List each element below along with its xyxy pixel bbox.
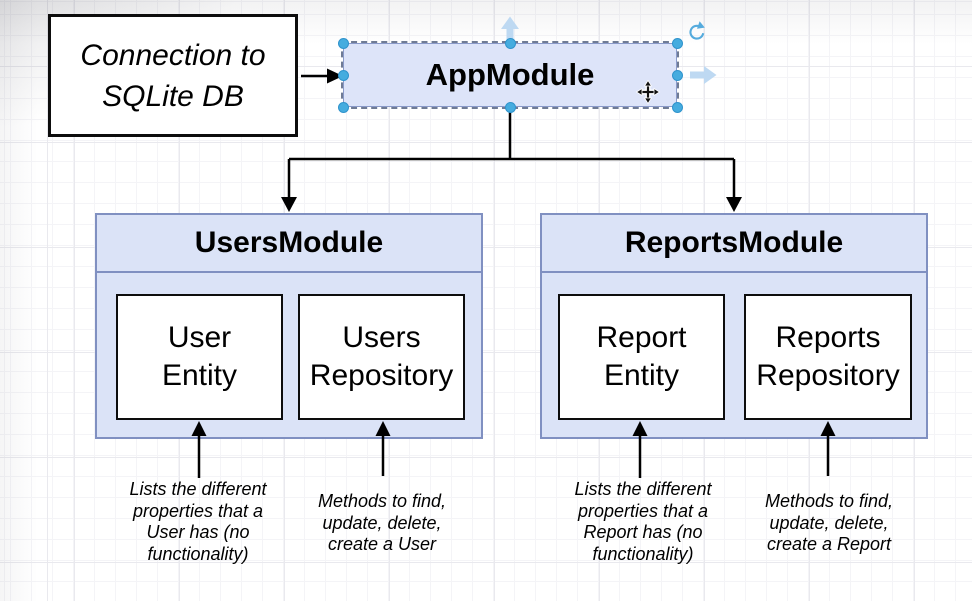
selection-handle-bottom-middle[interactable] <box>504 101 516 113</box>
annotation-reports-repository[interactable]: Methods to find, update, delete, create … <box>764 491 894 554</box>
usersmodule-header[interactable]: UsersModule <box>97 215 481 273</box>
direction-arrow-right-icon[interactable] <box>690 66 717 84</box>
annotation-user-entity[interactable]: Lists the different properties that a Us… <box>129 479 267 564</box>
edge-note-to-appmodule[interactable] <box>301 68 343 84</box>
users-repository-label: Users Repository <box>309 321 454 392</box>
reportsmodule-title: ReportsModule <box>624 226 844 259</box>
edge-appmodule-to-modules[interactable] <box>281 108 742 212</box>
annotation-report-entity[interactable]: Lists the different properties that a Re… <box>574 479 712 564</box>
selection-handle-middle-left[interactable] <box>337 69 349 81</box>
usersmodule-title: UsersModule <box>194 226 384 259</box>
reports-repository-label: Reports Repository <box>756 321 900 392</box>
selection-handle-top-right[interactable] <box>671 37 683 49</box>
rotate-handle-icon[interactable] <box>689 21 705 40</box>
selection-handle-top-left[interactable] <box>337 37 349 49</box>
reports-repository-shape[interactable]: Reports Repository <box>744 294 912 420</box>
user-entity-label: User Entity <box>161 321 238 392</box>
selection-handle-middle-right[interactable] <box>671 69 683 81</box>
selection-handle-bottom-left[interactable] <box>337 101 349 113</box>
reportsmodule-header[interactable]: ReportsModule <box>542 215 926 273</box>
user-entity-shape[interactable]: User Entity <box>116 294 283 420</box>
report-entity-shape[interactable]: Report Entity <box>558 294 725 420</box>
users-repository-shape[interactable]: Users Repository <box>298 294 465 420</box>
selection-handle-top-middle[interactable] <box>504 37 516 49</box>
appmodule-label: AppModule <box>425 57 595 92</box>
appmodule-shape[interactable]: AppModule <box>343 43 677 107</box>
connection-note-shape[interactable]: Connection to SQLite DB <box>48 14 298 137</box>
report-entity-label: Report Entity <box>596 321 687 392</box>
connection-note-label: Connection to SQLite DB <box>80 38 266 113</box>
selection-handle-bottom-right[interactable] <box>671 101 683 113</box>
annotation-users-repository[interactable]: Methods to find, update, delete, create … <box>317 491 447 554</box>
